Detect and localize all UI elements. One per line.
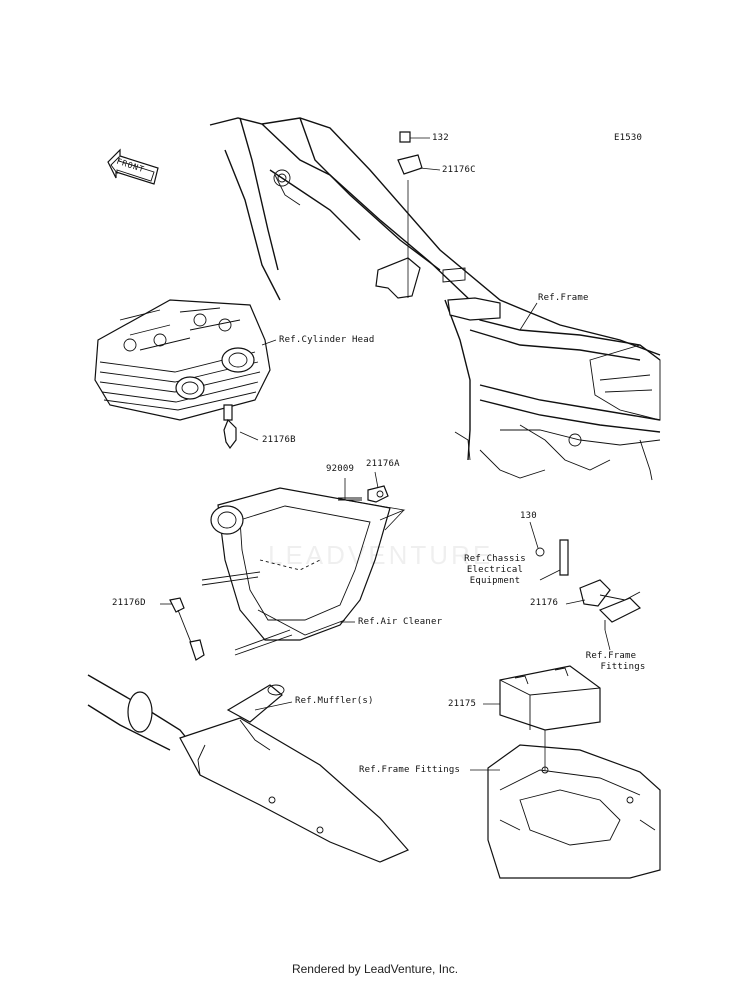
label-130: 130: [520, 511, 537, 521]
label-ref-chassis-line3: Equipment: [469, 576, 521, 586]
sensor-21176d-drawing: [169, 597, 205, 661]
chassis-sensor-drawing: [535, 539, 642, 630]
label-ref-chassis-line1: Ref.Chassis: [464, 554, 526, 564]
label-92009: 92009: [326, 464, 355, 474]
label-ref-frame-fittings-line1: Ref.Frame: [585, 651, 637, 661]
label-ref-mufflers: Ref.Muffler(s): [295, 696, 374, 706]
label-21176: 21176: [530, 598, 559, 608]
label-21176a: 21176A: [366, 459, 400, 469]
label-ref-chassis-line2: Electrical: [466, 565, 524, 575]
cylinder-head-drawing: [94, 299, 271, 450]
frame-fittings-drawing: [487, 744, 661, 879]
leader-lines: [160, 131, 611, 771]
footer-credit: Rendered by LeadVenture, Inc.: [291, 962, 459, 976]
muffler-drawing: [87, 674, 409, 863]
label-ref-frame-fittings-bottom: Ref.Frame Fittings: [359, 765, 461, 775]
label-21176c: 21176C: [442, 165, 476, 175]
label-21176b: 21176B: [262, 435, 296, 445]
label-21175: 21175: [448, 699, 477, 709]
label-132: 132: [432, 133, 449, 143]
label-ref-frame: Ref.Frame: [538, 293, 589, 303]
front-arrow-icon: [107, 148, 159, 185]
ecu-box-drawing: [499, 665, 601, 731]
label-ref-air-cleaner: Ref.Air Cleaner: [358, 617, 443, 627]
air-cleaner-drawing: [201, 485, 391, 656]
frame-drawing: [209, 117, 661, 481]
label-21176d: 21176D: [112, 598, 146, 608]
label-ref-frame-fittings-line2: Fittings: [600, 662, 646, 672]
watermark: LEADVENTURE: [268, 540, 494, 570]
label-ref-cylinder-head: Ref.Cylinder Head: [279, 335, 375, 345]
diagram-code: E1530: [614, 133, 643, 143]
